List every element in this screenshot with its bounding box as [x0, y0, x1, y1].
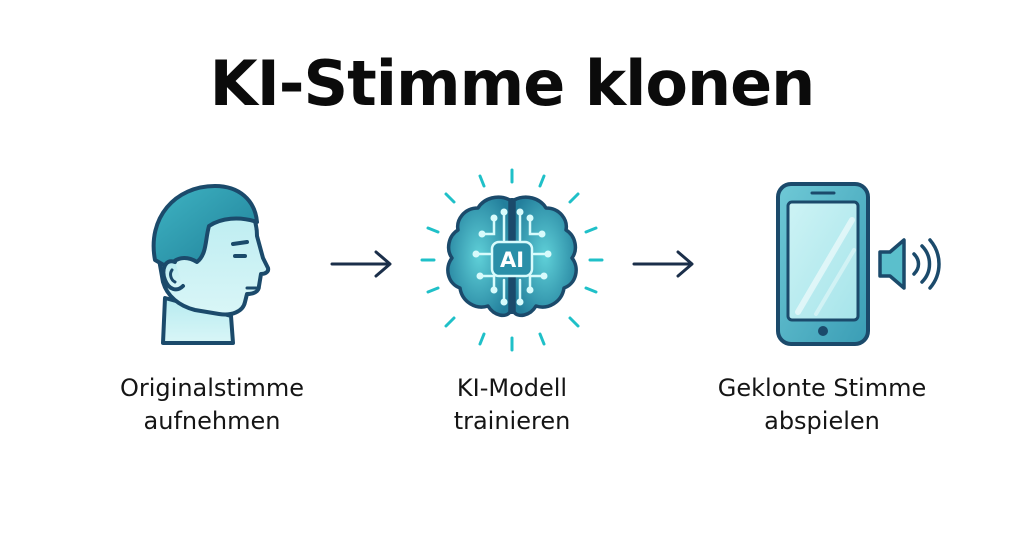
- arrow-1: [330, 248, 394, 284]
- smartphone-speaker-icon: [776, 182, 941, 346]
- step-2-label-line2: trainieren: [453, 407, 571, 435]
- head-profile-icon: [151, 184, 271, 345]
- arrow-right-icon: [330, 250, 392, 278]
- step-1-label-line2: aufnehmen: [143, 407, 281, 435]
- step-3-label-line2: abspielen: [764, 407, 880, 435]
- ai-chip-text: AI: [500, 248, 524, 272]
- speaker-icon: [878, 238, 941, 290]
- step-play-cloned: [772, 180, 948, 348]
- step-2-label: KI-Modell trainieren: [362, 372, 662, 438]
- ai-brain-icon: AI: [420, 168, 604, 352]
- step-1-label: Originalstimme aufnehmen: [62, 372, 362, 438]
- step-train-model: AI: [420, 168, 604, 352]
- step-record-original: [135, 178, 285, 348]
- step-3-label: Geklonte Stimme abspielen: [672, 372, 972, 438]
- step-1-label-line1: Originalstimme: [119, 374, 305, 402]
- arrow-right-icon: [632, 250, 694, 278]
- page-title: KI-Stimme klonen: [209, 47, 816, 120]
- step-2-label-line1: KI-Modell: [456, 374, 568, 402]
- arrow-2: [632, 248, 696, 284]
- step-3-label-line1: Geklonte Stimme: [717, 374, 927, 402]
